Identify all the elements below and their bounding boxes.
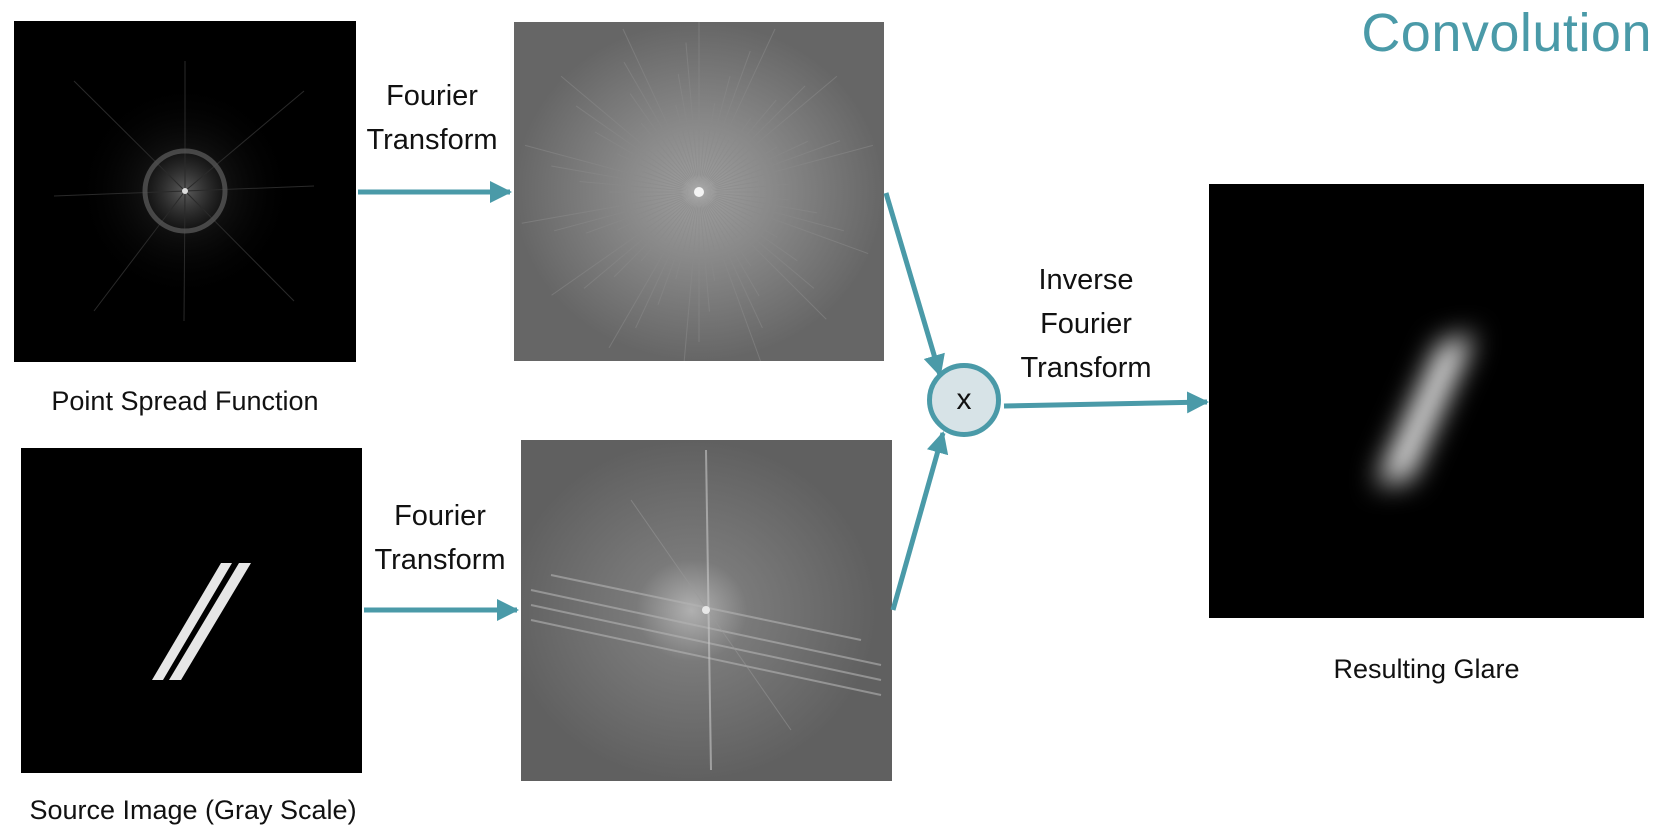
spectrum-ray	[685, 42, 700, 193]
spectrum-ray	[698, 191, 815, 289]
source-image	[21, 448, 362, 773]
spectrum-ray	[698, 191, 827, 320]
spectrum-ray	[698, 191, 710, 312]
spectrum-ray	[551, 165, 700, 193]
spectrum-ray	[640, 191, 700, 262]
psf-spectrum-graphic	[514, 22, 884, 361]
spectrum-ray	[617, 153, 700, 193]
source-caption: Source Image (Gray Scale)	[29, 795, 357, 825]
spectrum-ray	[698, 191, 752, 267]
spectrum-ray	[629, 93, 700, 193]
spectrum-ray	[575, 105, 700, 193]
result-graphic	[1209, 184, 1644, 618]
fourier-transform-label-top: Fourier Transform	[366, 80, 498, 156]
spectrum-ray	[698, 132, 705, 193]
source-graphic	[21, 448, 362, 773]
spectrum-ray	[698, 191, 760, 297]
multiply-operator: x	[927, 363, 1001, 437]
spectrum-ray	[698, 140, 841, 193]
spectrum-ray	[698, 191, 763, 329]
spectrum-ray	[525, 144, 700, 193]
spectrum-ray	[675, 104, 700, 193]
spectrum-ray	[675, 191, 700, 280]
spectrum-ray	[698, 85, 806, 193]
arrow-multiply-to-result	[1003, 391, 1209, 414]
spectrum-ray	[698, 75, 731, 193]
spectrum-ray	[698, 191, 754, 218]
spectrum-ray	[579, 181, 700, 193]
spectrum-ray	[613, 191, 700, 278]
spectrum-ray	[683, 191, 700, 361]
spectrum-ray	[698, 191, 789, 201]
spectrum-ray	[560, 75, 700, 193]
spectrum-ray	[521, 191, 700, 224]
spectrum-ray	[698, 99, 777, 193]
spectrum-ray	[698, 191, 716, 251]
result-caption: Resulting Glare	[1333, 654, 1520, 684]
spectrum-ray	[594, 131, 700, 193]
arrow-psf-spectrum-to-multiply	[883, 192, 945, 377]
spectrum-ray	[698, 157, 749, 193]
spectrum-ray	[698, 50, 751, 193]
result-image	[1209, 184, 1644, 618]
spectrum-ray	[698, 191, 716, 281]
diagram-title: Convolution	[1361, 3, 1652, 63]
psf-caption: Point Spread Function	[51, 386, 319, 416]
spectrum-ray	[635, 191, 700, 329]
spectrum-ray	[698, 191, 869, 255]
spectrum-ray	[698, 144, 873, 193]
spectrum-ray	[698, 191, 778, 238]
spectrum-ray	[698, 117, 752, 193]
psf-spectrum-image	[514, 22, 884, 361]
spectrum-ray	[656, 149, 700, 193]
spectrum-ray	[586, 191, 700, 234]
spectrum-ray	[640, 122, 700, 193]
fourier-transform-label-bottom: Fourier Transform	[374, 500, 506, 576]
spectrum-ray	[698, 181, 759, 193]
spectrum-ray	[688, 191, 700, 252]
spectrum-ray	[642, 171, 700, 193]
psf-image	[14, 21, 356, 362]
spectrum-ray	[698, 146, 778, 193]
spectrum-ray	[657, 191, 700, 305]
spectrum-ray	[646, 191, 700, 223]
spectrum-ray	[698, 75, 838, 193]
arrow-source-spectrum-to-multiply	[890, 431, 949, 611]
spectrum-ray	[698, 140, 808, 193]
psf-graphic	[14, 21, 356, 362]
spectrum-ray	[698, 191, 738, 239]
spectrum-ray	[617, 191, 700, 231]
spectrum-ray	[698, 191, 845, 232]
spectrum-ray	[698, 191, 762, 361]
spectrum-ray	[698, 183, 789, 193]
spectrum-ray	[698, 28, 776, 193]
spectrum-ray	[698, 191, 798, 262]
spectrum-ray	[678, 135, 700, 193]
inverse-fourier-transform-label: Inverse Fourier Transform	[1020, 264, 1152, 384]
spectrum-ray	[622, 28, 700, 193]
spectrum-ray	[664, 191, 700, 242]
spectrum-ray	[608, 191, 700, 349]
spectrum-ray	[677, 73, 700, 193]
spectrum-ray	[623, 61, 700, 193]
spectrum-ray	[583, 191, 700, 289]
spectrum-ray	[553, 191, 700, 232]
spectrum-ray	[698, 191, 818, 214]
source-spectrum-image	[521, 440, 892, 781]
source-spectrum-graphic	[521, 440, 892, 781]
spectrum-ray	[698, 103, 716, 193]
spectrum-ray	[698, 139, 730, 193]
spectrum-ray	[551, 191, 700, 296]
spectrum-ray	[639, 191, 700, 198]
